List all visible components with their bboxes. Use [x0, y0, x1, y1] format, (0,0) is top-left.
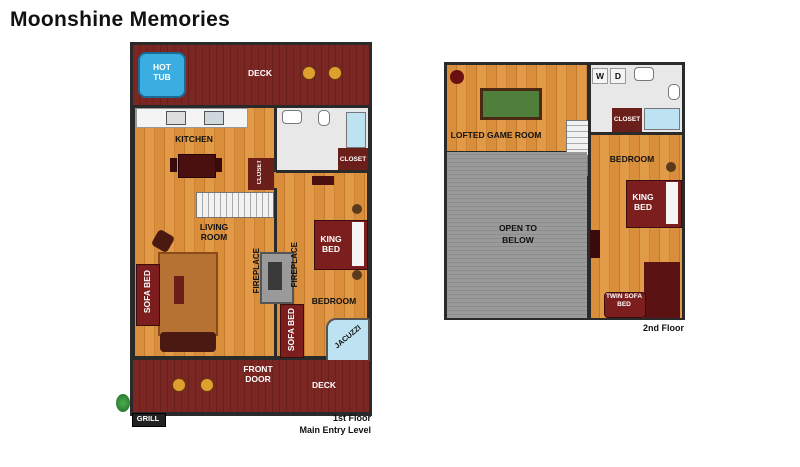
dining-chair-icon — [170, 158, 177, 172]
closet-kitchen-label: CLOSET — [257, 160, 263, 185]
hot-tub-label: HOT TUB — [153, 62, 171, 82]
open-to-below — [447, 152, 587, 318]
kitchen-counter — [136, 108, 248, 128]
floor1-caption-line2: Main Entry Level — [299, 425, 371, 435]
fireplace-left-label: FIREPLACE — [252, 248, 261, 294]
deck-top-label: DECK — [247, 68, 273, 78]
closet-label: CLOSET — [613, 116, 641, 123]
sofa-bed-right-label: SOFA BED — [286, 308, 296, 352]
fireplace-right-label: FIREPLACE — [290, 242, 299, 288]
billiard-table — [480, 88, 542, 120]
closet-door-floor2 — [590, 230, 600, 258]
bedroom-floor2-label: BEDROOM — [609, 154, 655, 164]
bathtub-icon — [346, 112, 366, 148]
dining-table — [178, 154, 216, 178]
sofa-bed-right — [280, 304, 304, 358]
open-to-below-label: OPEN TO BELOW — [498, 223, 538, 245]
grill-label: GRILL — [136, 414, 160, 423]
nightstand-icon — [352, 270, 362, 280]
deck-chair-icon — [172, 378, 186, 392]
loveseat — [160, 332, 216, 352]
king-bed-label: KING BED — [320, 234, 342, 254]
rug — [158, 252, 218, 336]
deck-chair-icon — [200, 378, 214, 392]
sofa-bed-left — [136, 264, 160, 326]
closet-bath-label: CLOSET — [339, 156, 367, 163]
sink-icon — [204, 111, 224, 125]
bathtub-icon — [644, 108, 680, 130]
deck-chair-icon — [302, 66, 316, 80]
bath-sink-icon — [634, 67, 654, 81]
floor1-plan: HOT TUB DECK KITCHEN CLOSET CLOSET LIVIN… — [130, 42, 372, 416]
nightstand-icon — [666, 162, 676, 172]
washer — [592, 68, 608, 84]
grill-badge — [132, 413, 166, 427]
hot-tub — [138, 52, 186, 98]
floor1-caption-line1: 1st Floor — [332, 413, 371, 423]
kitchen-label: KITCHEN — [175, 134, 213, 144]
living-room-label: LIVING ROOM — [199, 222, 229, 242]
game-room-label: LOFTED GAME ROOM — [450, 130, 542, 140]
floor2-plan: LOFTED GAME ROOM OPEN TO BELOW W D CLOSE… — [444, 62, 685, 320]
dining-chair-icon — [215, 158, 222, 172]
dryer — [610, 68, 626, 84]
twin-sofa-bed-label: TWIN SOFA BED — [605, 293, 643, 308]
deck-chair-icon — [328, 66, 342, 80]
stairs — [196, 192, 274, 218]
sofa-bed-left-label: SOFA BED — [142, 270, 152, 314]
king-bed-floor2-label: KING BED — [632, 192, 654, 212]
front-door-label: FRONT DOOR — [243, 364, 273, 384]
nightstand-icon — [352, 204, 362, 214]
bedroom-label: BEDROOM — [311, 296, 357, 306]
floor1-caption: 1st Floor Main Entry Level — [250, 412, 371, 436]
washer-label: W — [595, 71, 605, 81]
bath-sink-icon — [282, 110, 302, 124]
stove-icon — [166, 111, 186, 125]
twin-sofa-bed — [604, 292, 646, 318]
dryer-label: D — [614, 71, 622, 81]
jacuzzi — [326, 318, 370, 362]
toilet-icon — [668, 84, 680, 100]
dresser — [312, 176, 334, 185]
page-title: Moonshine Memories — [10, 8, 231, 31]
deck-bottom-label: DECK — [311, 380, 337, 390]
coffee-table — [174, 276, 184, 304]
floor2-caption: 2nd Floor — [643, 323, 684, 333]
plant-icon — [116, 394, 130, 412]
toilet-icon — [318, 110, 330, 126]
chair-icon — [450, 70, 464, 84]
